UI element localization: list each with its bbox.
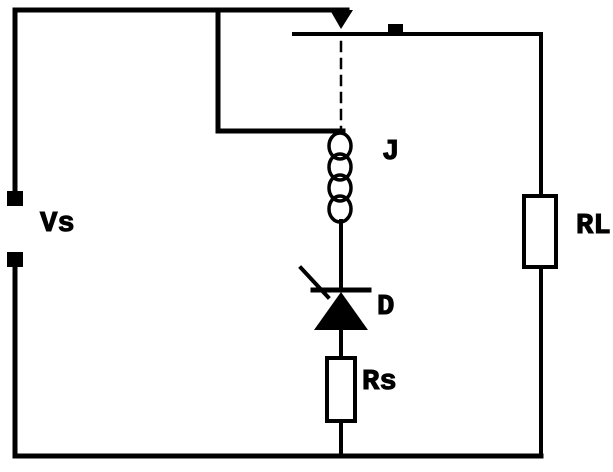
label-voltage-source: Vs <box>40 207 75 240</box>
diode-triangle <box>314 292 368 330</box>
series-resistor-body <box>325 356 357 423</box>
battery-terminal-bottom <box>7 252 23 267</box>
battery-terminal-top <box>7 191 23 206</box>
coil-loop <box>327 131 353 161</box>
coil-branch-wire <box>215 7 346 134</box>
relay-coil-loops <box>327 131 353 224</box>
label-series-resistor: Rs <box>362 365 397 398</box>
zener-slash <box>298 265 331 300</box>
bottom-wire <box>12 264 544 459</box>
contact-square <box>388 24 403 36</box>
top-wire <box>12 7 350 194</box>
coil-loop <box>327 173 353 203</box>
load-resistor-body <box>522 194 558 269</box>
label-diode: D <box>377 290 394 323</box>
relay-switch-arrow-icon <box>330 10 353 29</box>
label-load-resistor: RL <box>576 209 611 242</box>
coil-loop <box>327 152 353 182</box>
label-relay-coil: J <box>382 135 399 168</box>
